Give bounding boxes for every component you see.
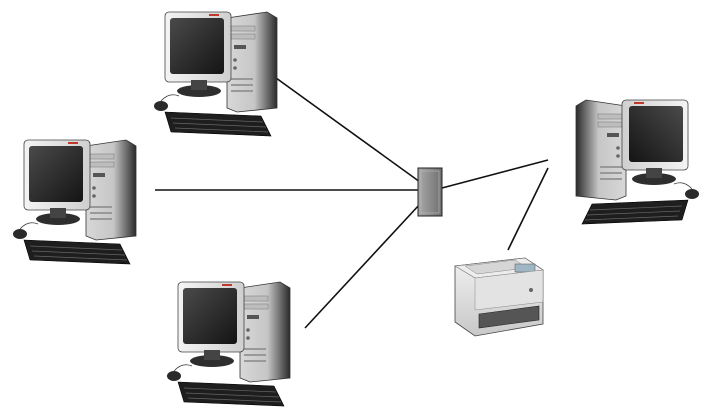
cable-links: [155, 69, 549, 329]
cable-hub-to-right-pc: [441, 159, 549, 189]
cable-right-pc-to-printer: [507, 167, 549, 251]
desktop-computer-icon: [153, 11, 278, 137]
desktop-computer-icon: [575, 99, 700, 225]
desktop-computer-icon: [166, 281, 291, 407]
network-switch-icon: [417, 167, 443, 217]
cable-top-to-hub: [264, 69, 421, 183]
desktop-computer-icon: [12, 139, 137, 265]
laser-printer-icon: [454, 257, 544, 337]
cable-bottom-to-hub: [304, 203, 421, 329]
